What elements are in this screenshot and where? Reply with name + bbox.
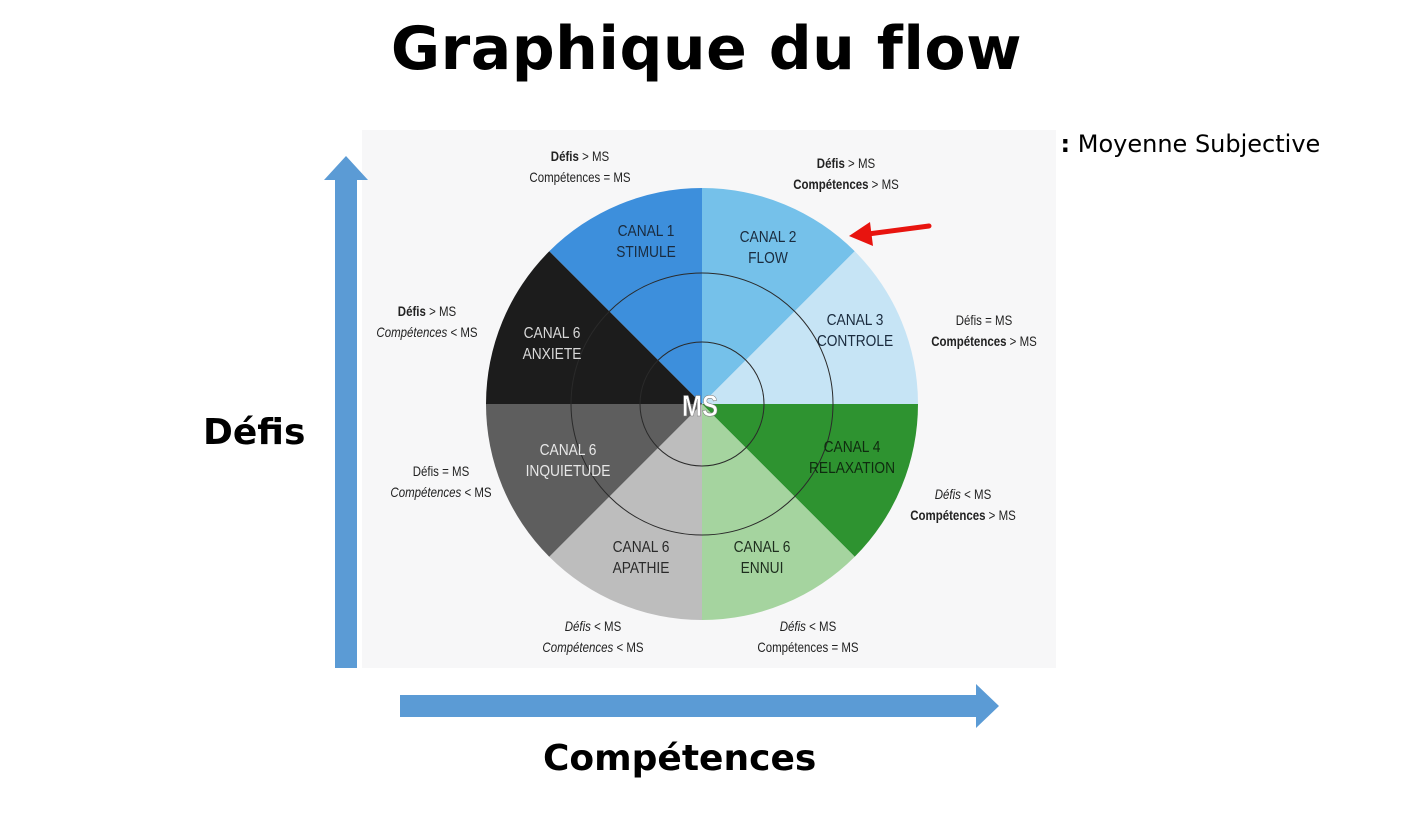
segment-label-line1: CANAL 6 <box>540 441 597 459</box>
wheel-segment-1 <box>549 188 702 404</box>
y-axis-label: Défis <box>203 412 306 453</box>
segment-label-4: CANAL 4 RELAXATION <box>809 438 895 477</box>
wheel-segment-3 <box>702 251 918 404</box>
segment-label-8: CANAL 6 ANXIETE <box>523 324 582 363</box>
segment-label-line2: STIMULE <box>616 243 676 261</box>
segment-label-line2: RELAXATION <box>809 459 895 477</box>
wheel-rings <box>570 272 834 536</box>
segment-label-line2: FLOW <box>748 249 789 267</box>
x-axis-arrow <box>400 684 999 728</box>
segment-label-line1: CANAL 1 <box>618 222 675 240</box>
segment-label-7: CANAL 6 INQUIETUDE <box>526 441 611 480</box>
segment-label-line1: CANAL 2 <box>740 228 797 246</box>
segment-label-line2: CONTROLE <box>817 332 893 350</box>
segment-label-line1: CANAL 6 <box>524 324 581 342</box>
segment-label-2: CANAL 2 FLOW <box>740 228 797 267</box>
wheel-ring-1 <box>570 272 834 536</box>
segment-label-line1: CANAL 6 <box>613 538 670 556</box>
segment-label-line1: CANAL 6 <box>734 538 791 556</box>
segment-label-line2: ANXIETE <box>523 345 582 363</box>
wheel-segment-5 <box>702 404 855 620</box>
flow-pointer-arrow <box>849 222 932 246</box>
wheel-labels: CANAL 1 STIMULE CANAL 2 FLOW CANAL 3 CONTROLE… <box>523 222 895 577</box>
wheel-segment-7 <box>486 404 702 557</box>
segment-label-3: CANAL 3 CONTROLE <box>817 311 893 350</box>
wheel-segment-4 <box>702 404 918 557</box>
segment-label-line2: INQUIETUDE <box>526 462 611 480</box>
wheel-ring-2 <box>639 341 765 467</box>
segment-label-line2: APATHIE <box>613 559 670 577</box>
y-axis-arrow <box>324 156 368 668</box>
page-title: Graphique du flow <box>390 14 1023 84</box>
flow-wheel <box>486 188 918 620</box>
segment-label-6: CANAL 6 APATHIE <box>613 538 670 577</box>
segment-label-1: CANAL 1 STIMULE <box>616 222 676 261</box>
segment-label-5: CANAL 6 ENNUI <box>734 538 791 577</box>
center-ms-label: MS <box>682 388 718 422</box>
segment-label-line1: CANAL 3 <box>827 311 884 329</box>
segment-label-line2: ENNUI <box>741 559 784 577</box>
wheel-segment-2 <box>702 188 855 404</box>
legend-text: Moyenne Subjective <box>1077 130 1321 158</box>
wheel-segment-8 <box>486 251 702 404</box>
segment-label-line1: CANAL 4 <box>824 438 881 456</box>
x-axis-label: Compétences <box>543 738 817 779</box>
wheel-segment-6 <box>549 404 702 620</box>
